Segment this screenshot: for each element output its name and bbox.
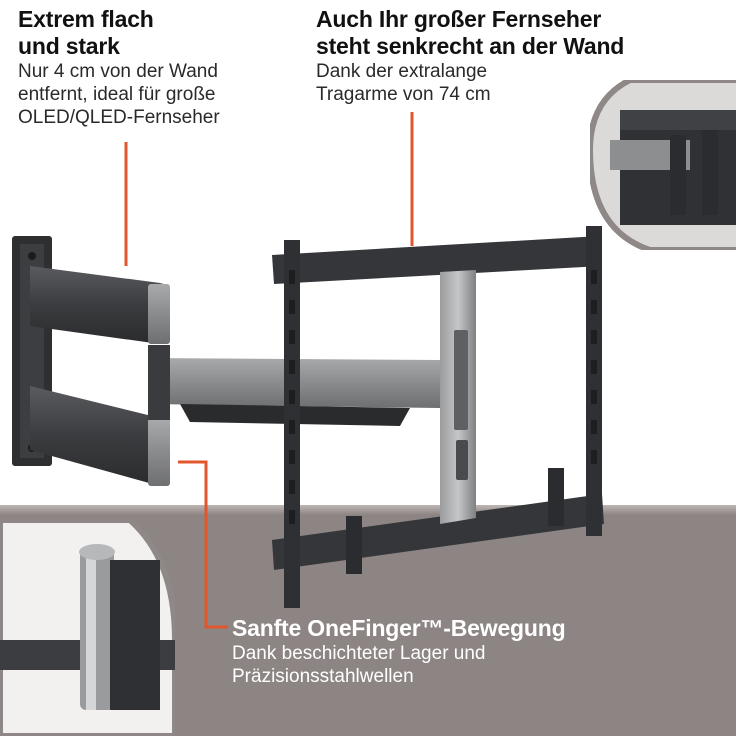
vesa-right-upright bbox=[586, 226, 602, 536]
detail-inset-tv-back bbox=[590, 80, 736, 250]
safety-bracket-left bbox=[346, 516, 362, 574]
callout-3-body-line-2: Präzisionsstahlwellen bbox=[232, 666, 414, 687]
callout-1-body: Nur 4 cm von der Wand entfernt, ideal fü… bbox=[18, 60, 318, 129]
lower-arm bbox=[30, 386, 170, 486]
callout-large-tv: Auch Ihr großer Fernseher steht senkrech… bbox=[316, 6, 726, 106]
leader-line-motion bbox=[178, 460, 228, 629]
callout-2-title-line-1: Auch Ihr großer Fernseher bbox=[316, 6, 602, 32]
callout-1-body-line-1: Nur 4 cm von der Wand bbox=[18, 61, 218, 82]
callout-1-body-line-2: entfernt, ideal für große bbox=[18, 84, 216, 105]
callout-2-title-line-2: steht senkrecht an der Wand bbox=[316, 33, 625, 59]
callout-3-body: Dank beschichteter Lager und Präzisionss… bbox=[232, 642, 712, 688]
callout-onefinger: Sanfte OneFinger™-Bewegung Dank beschich… bbox=[232, 615, 712, 688]
callout-1-title-line-2: und stark bbox=[18, 33, 120, 59]
floor-horizon bbox=[0, 505, 736, 515]
callout-1-body-line-3: OLED/QLED-Fernseher bbox=[18, 107, 220, 128]
callout-1-title: Extrem flach und stark bbox=[18, 6, 318, 60]
detail-inset-hinge bbox=[0, 520, 175, 736]
callout-3-title-line-1: Sanfte OneFinger™-Bewegung bbox=[232, 615, 566, 641]
upper-arm bbox=[30, 266, 170, 344]
vesa-top-rail bbox=[272, 236, 602, 284]
callout-2-title: Auch Ihr großer Fernseher steht senkrech… bbox=[316, 6, 726, 60]
callout-1-title-line-1: Extrem flach bbox=[18, 6, 154, 32]
callout-2-body: Dank der extralange Tragarme von 74 cm bbox=[316, 60, 726, 106]
safety-bracket-right bbox=[548, 468, 564, 526]
callout-3-body-line-1: Dank beschichteter Lager und bbox=[232, 643, 486, 664]
callout-2-body-line-1: Dank der extralange bbox=[316, 61, 488, 82]
callout-3-title: Sanfte OneFinger™-Bewegung bbox=[232, 615, 712, 642]
callout-2-body-line-2: Tragarme von 74 cm bbox=[316, 84, 491, 105]
callout-flat-strong: Extrem flach und stark Nur 4 cm von der … bbox=[18, 6, 318, 129]
